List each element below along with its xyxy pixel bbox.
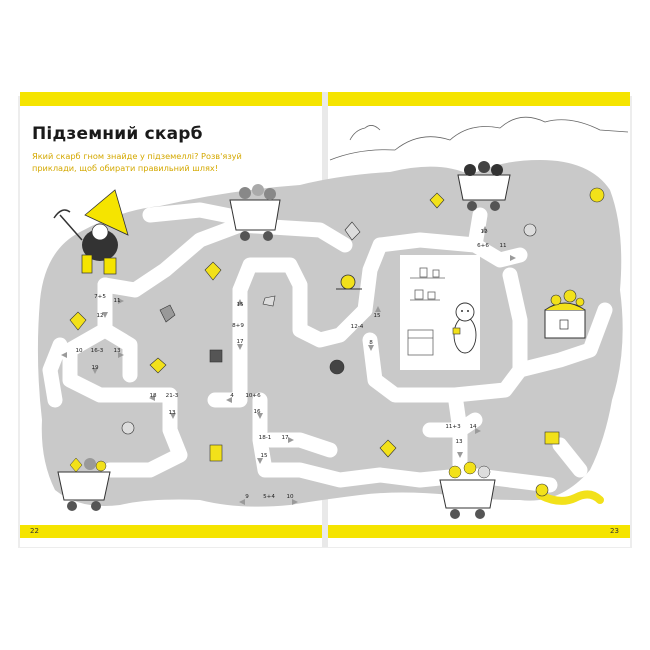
maze-label: 7+5 bbox=[94, 294, 106, 300]
page-title: Підземний скарб bbox=[32, 124, 203, 144]
left-top-bar bbox=[20, 92, 322, 106]
mine-cart-with-gems-icon bbox=[57, 457, 111, 511]
mine-cart-with-rocks-icon bbox=[229, 184, 281, 241]
instructions-line-1: Який скарб гном знайде у підземеллі? Роз… bbox=[32, 151, 242, 161]
maze-label: 15 bbox=[260, 453, 268, 459]
maze-label: 13 bbox=[455, 439, 463, 445]
maze-label: 14 bbox=[469, 424, 477, 430]
maze-label: 12-4 bbox=[350, 324, 364, 330]
maze-label: 17 bbox=[236, 339, 244, 345]
maze-label: 21-3 bbox=[165, 393, 179, 399]
maze-label: 10+6 bbox=[245, 393, 261, 399]
maze-label: 18 bbox=[149, 393, 157, 399]
maze-label: 4 bbox=[230, 393, 234, 399]
right-top-bar bbox=[328, 92, 630, 106]
maze-arrows bbox=[61, 226, 516, 505]
maze-label: 15 bbox=[236, 302, 244, 308]
cat-with-cup-icon bbox=[452, 302, 477, 354]
maze-label: 18-1 bbox=[258, 435, 272, 441]
left-page-number: 22 bbox=[30, 527, 39, 535]
right-page-number: 23 bbox=[610, 527, 619, 535]
worm-icon bbox=[535, 483, 604, 505]
gnome-with-pickaxe-icon bbox=[53, 189, 129, 275]
mine-cart-with-coal-icon bbox=[457, 161, 511, 211]
maze-label: 13 bbox=[168, 410, 176, 416]
maze-label: 8 bbox=[369, 340, 373, 346]
maze-label: 11 bbox=[499, 243, 507, 249]
maze-label: 6+6 bbox=[477, 243, 489, 249]
gem-icon bbox=[69, 187, 605, 462]
maze-label: 12 bbox=[96, 313, 104, 319]
maze-label: 11+3 bbox=[445, 424, 461, 430]
maze-label: 15 bbox=[373, 313, 381, 319]
maze-label: 16-3 bbox=[90, 348, 104, 354]
instructions-line-2: приклади, щоб обирати правильний шлях! bbox=[32, 163, 219, 173]
maze-label: 11 bbox=[113, 298, 121, 304]
maze-label: 17 bbox=[281, 435, 289, 441]
instructions-text: Який скарб гном знайде у підземеллі? Роз… bbox=[32, 150, 322, 174]
mine-cart-with-gold-icon bbox=[439, 461, 496, 519]
snail-icon bbox=[336, 274, 362, 290]
maze-label: 10 bbox=[286, 494, 294, 500]
maze-label: 19 bbox=[91, 365, 99, 371]
maze-label: 13 bbox=[113, 348, 121, 354]
left-bottom-bar bbox=[20, 525, 322, 538]
maze-label: 8+9 bbox=[232, 323, 244, 329]
maze-label: 10 bbox=[75, 348, 83, 354]
right-bottom-bar bbox=[328, 525, 630, 538]
treasure-chest-icon bbox=[544, 289, 586, 339]
maze-label: 16 bbox=[253, 409, 261, 415]
maze-label: 5+4 bbox=[263, 494, 275, 500]
maze-paths bbox=[42, 202, 613, 493]
maze-label: 9 bbox=[245, 494, 249, 500]
maze-label: 12 bbox=[480, 229, 488, 235]
